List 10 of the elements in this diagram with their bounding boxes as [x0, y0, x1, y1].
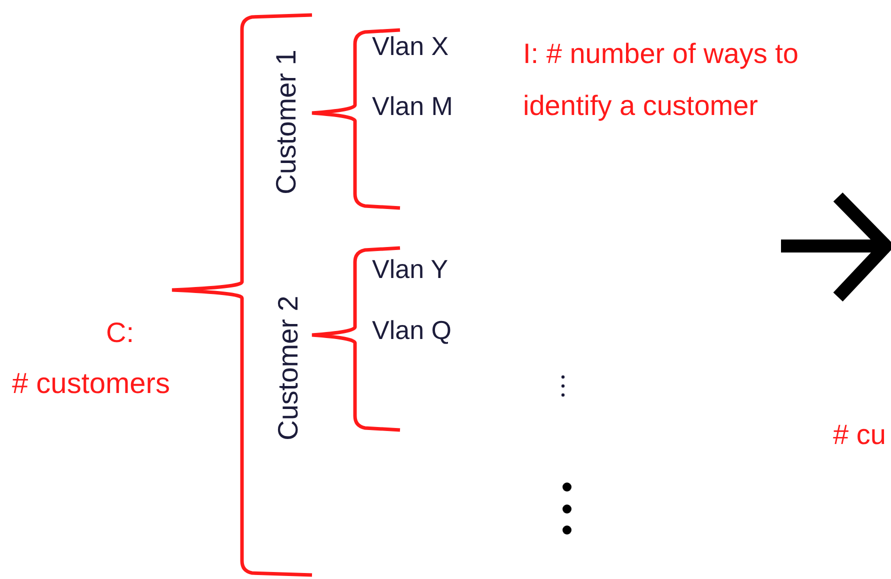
rotated-label: Customer 1 — [272, 50, 302, 194]
annotation-text: # customers — [12, 369, 170, 401]
vlan-label: Vlan X — [372, 32, 449, 61]
variable-label: C: — [106, 318, 134, 349]
vlan-label: Vlan Q — [372, 316, 452, 345]
annotation-text: I: # number of ways to identify a customer — [523, 37, 800, 123]
rotated-label: Customer 2 — [274, 296, 304, 440]
vlan-label: Vlan Y — [372, 255, 448, 284]
vlan-label: Vlan M — [372, 92, 453, 121]
annotation-text: # cu — [833, 420, 886, 451]
